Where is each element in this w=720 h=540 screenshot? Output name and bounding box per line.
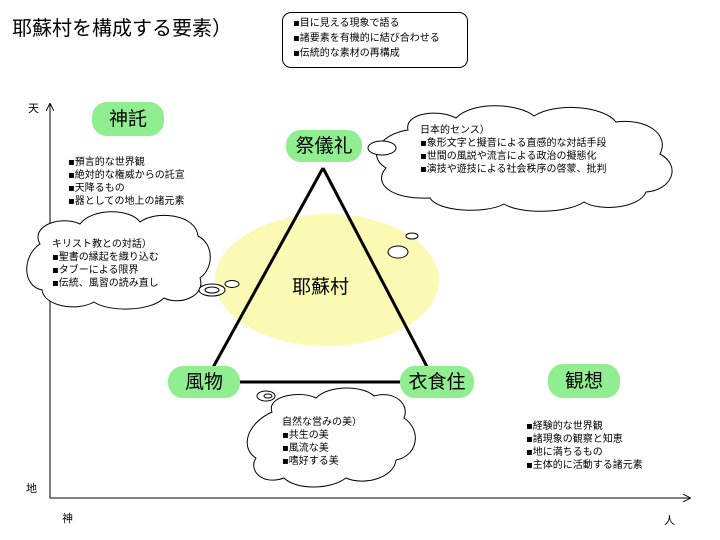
cloud-japanese [367, 105, 673, 259]
node-fubutsu: 風物 [168, 366, 240, 398]
list-item: ▪タブーによる限界 [52, 265, 139, 276]
list-item: ▪共生の美 [282, 430, 329, 441]
list-item: ▪演技や遊技による社会秩序の啓蒙、批判 [420, 164, 607, 175]
axis-label-heaven: 天 [28, 102, 39, 115]
cloud-natural [246, 387, 416, 488]
node-ishokuju: 衣食住 [400, 366, 474, 398]
cloud-heading: 自然な営みの美） [282, 417, 362, 428]
cloud-japanese-text: 日本的センス） ▪象形文字と擬音による直感的な対話手段 ▪世間の風説や流言による… [420, 124, 606, 176]
list-item: ▪諸現象の観察と知恵 [526, 434, 623, 445]
axis-label-earth: 地 [26, 482, 37, 495]
page-title: 耶蘇村を構成する要素） [12, 16, 232, 40]
cloud-heading: 日本的センス） [420, 125, 490, 136]
cloud-natural-text: 自然な営みの美） ▪共生の美 ▪風流な美 ▪嗜好する美 [282, 416, 362, 468]
cloud-christian [26, 211, 240, 310]
axis-label-human: 人 [664, 514, 675, 527]
axis-label-god: 神 [62, 512, 73, 525]
list-item: ▪世間の風説や流言による政治の擬態化 [420, 151, 597, 162]
node-kanso: 観想 [548, 364, 620, 398]
shintaku-list: ▪預言的な世界観 ▪絶対的な権威からの託宣 ▪天降るもの ▪器としての地上の諸元… [68, 156, 185, 208]
summary-item: ▪目に見える現象で語る [293, 18, 400, 29]
list-item: ▪預言的な世界観 [68, 157, 145, 168]
list-item: ▪伝統、風習の読み直し [52, 278, 159, 289]
list-item: ▪天降るもの [68, 183, 125, 194]
triangle [203, 167, 437, 384]
node-saigirei: 祭儀礼 [286, 130, 362, 162]
summary-box: ▪目に見える現象で語る ▪諸要素を有機的に結び合わせる ▪伝統的な素材の再構成 [282, 12, 468, 68]
summary-item: ▪諸要素を有機的に結び合わせる [293, 33, 440, 44]
list-item: ▪聖書の縁起を織り込む [52, 252, 159, 263]
node-shintaku: 神託 [92, 102, 164, 136]
cloud-heading: キリスト教との対話） [52, 239, 152, 250]
kanso-list: ▪経験的な世界観 ▪諸現象の観察と知恵 ▪地に満ちるもの ▪主体的に活動する諸元… [526, 420, 643, 472]
list-item: ▪地に満ちるもの [526, 447, 603, 458]
list-item: ▪嗜好する美 [282, 456, 339, 467]
center-ellipse [215, 214, 439, 346]
list-item: ▪絶対的な権威からの託宣 [68, 170, 185, 181]
list-item: ▪器としての地上の諸元素 [68, 196, 185, 207]
list-item: ▪主体的に活動する諸元素 [526, 460, 643, 471]
center-label: 耶蘇村 [292, 276, 350, 298]
cloud-christian-text: キリスト教との対話） ▪聖書の縁起を織り込む ▪タブーによる限界 ▪伝統、風習の… [52, 238, 159, 290]
summary-item: ▪伝統的な素材の再構成 [293, 48, 400, 59]
list-item: ▪象形文字と擬音による直感的な対話手段 [420, 138, 607, 149]
list-item: ▪経験的な世界観 [526, 421, 603, 432]
list-item: ▪風流な美 [282, 443, 329, 454]
